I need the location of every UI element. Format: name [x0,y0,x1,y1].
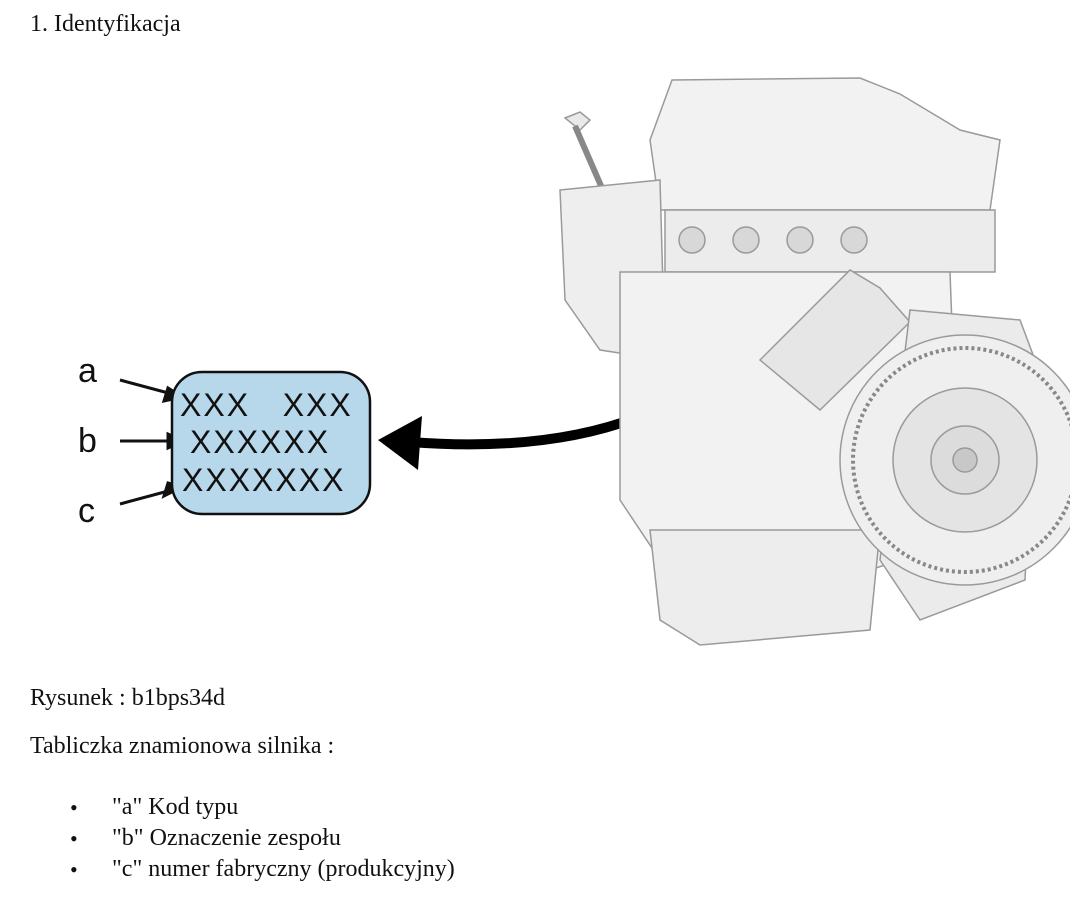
nameplate [170,370,372,516]
list-item: "a" Kod typu [70,792,455,823]
figure-drawing: a b c XXX XXX XXXXXX XXXXXXX [78,77,1070,646]
callout-c-label: c [78,492,95,530]
nameplate-fields-list: "a" Kod typu "b" Oznaczenie zespołu "c" … [70,792,455,885]
section-heading: 1. Identyfikacja [30,11,181,37]
nameplate-intro: Tabliczka znamionowa silnika : [30,733,335,759]
pointer-arrow-head [378,416,422,470]
figure-caption: Rysunek : b1bps34d [30,685,226,711]
plate-line-a: XXX XXX [180,387,353,423]
callout-a-label: a [78,352,97,390]
list-item: "c" numer fabryczny (produkcyjny) [70,854,455,885]
plate-line-b: XXXXXX [190,424,330,460]
engine-illustration [559,77,1070,646]
callout-b-label: b [78,422,97,460]
engine-identification-figure: a b c XXX XXX XXXXXX XXXXXXX [60,60,1070,660]
plate-line-c: XXXXXXX [182,462,345,498]
list-item: "b" Oznaczenie zespołu [70,823,455,854]
